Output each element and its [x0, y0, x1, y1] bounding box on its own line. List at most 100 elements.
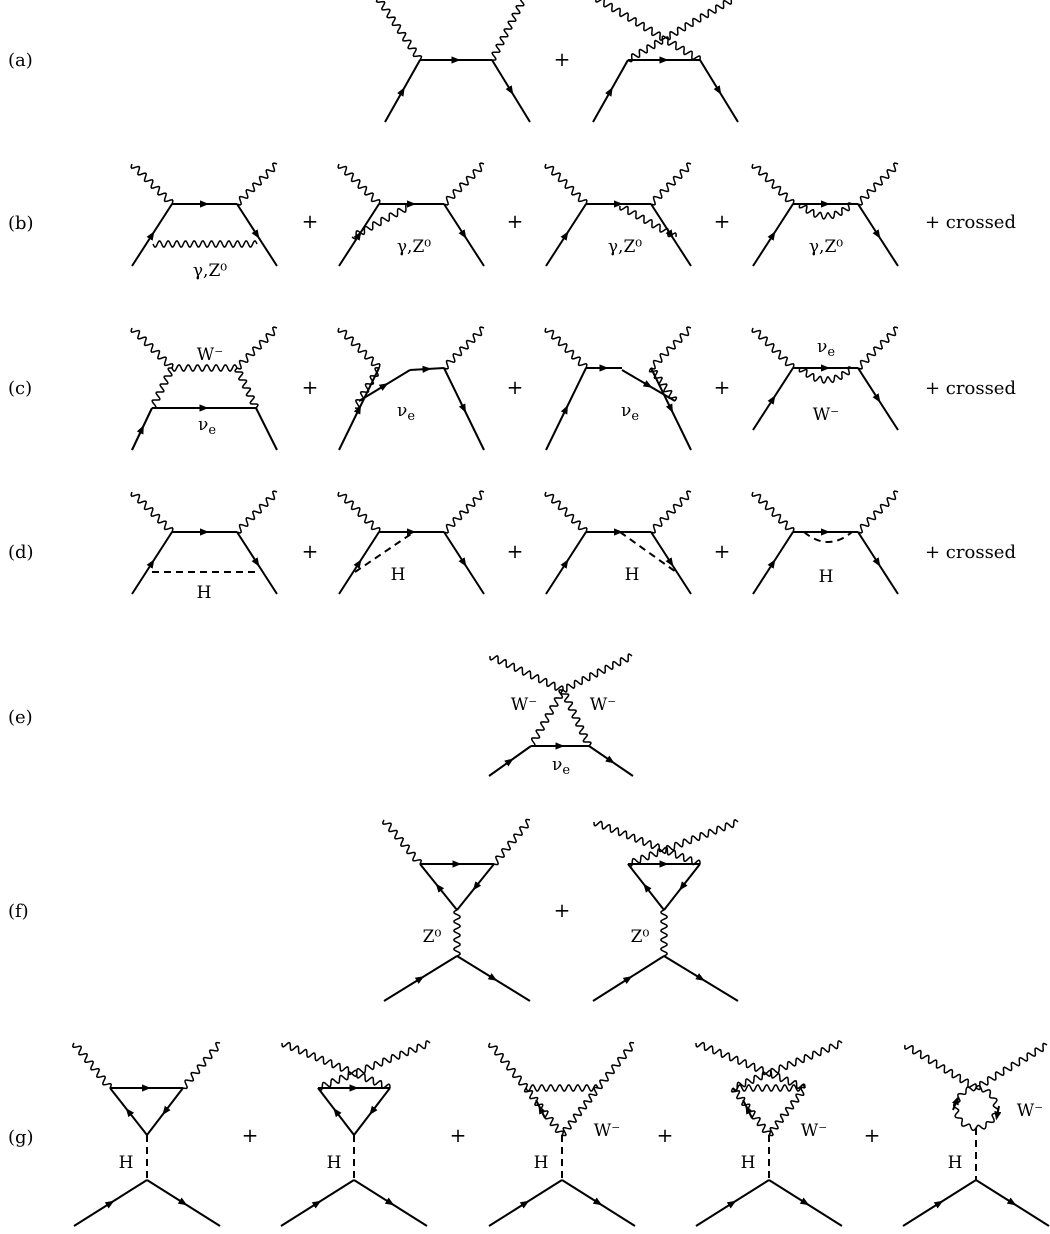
- boson-line: [561, 1086, 599, 1137]
- boson-line: [660, 909, 668, 957]
- loop-arrow: [951, 1095, 959, 1111]
- fermion-line: [488, 1179, 563, 1227]
- fermion-line: [409, 365, 445, 373]
- fermion-line: [443, 367, 485, 451]
- row-label: (g): [8, 1127, 34, 1148]
- boson-line: [491, 0, 525, 61]
- fermion-line: [131, 531, 173, 595]
- particle-label-higgs: H: [119, 1153, 134, 1173]
- boson-line: [560, 689, 592, 747]
- particle-label-neutrino: νe: [817, 337, 835, 360]
- boson-line: [337, 163, 381, 205]
- particle-label-higgs: H: [625, 565, 640, 585]
- boson-line: [523, 1087, 565, 1136]
- plus-sign: +: [302, 209, 319, 233]
- plus-sign: +: [302, 375, 319, 399]
- boson-line: [857, 326, 899, 370]
- fermion-line: [663, 955, 739, 1002]
- particle-label-photon-z: γ,Z⁰: [608, 237, 642, 257]
- boson-line: [443, 162, 485, 206]
- crossed-label: + crossed: [925, 212, 1016, 233]
- boson-line: [562, 653, 633, 693]
- fermion-line: [592, 59, 629, 123]
- fermion-line: [857, 367, 899, 431]
- boson-line: [857, 490, 899, 534]
- fermion-line: [752, 367, 794, 431]
- fermion-line: [975, 1179, 1050, 1227]
- boson-line: [281, 1041, 391, 1090]
- particle-label-neutrino: νe: [621, 401, 639, 424]
- boson-line: [650, 162, 692, 206]
- boson-line: [152, 240, 258, 248]
- particle-label-higgs: H: [741, 1153, 756, 1173]
- particle-label-w-minus: W⁻: [1017, 1101, 1043, 1121]
- particle-label-higgs: H: [534, 1153, 549, 1173]
- boson-line: [650, 326, 692, 370]
- fermion-line: [491, 59, 531, 123]
- boson-line: [443, 326, 485, 370]
- fermion-line: [663, 863, 701, 911]
- boson-line: [236, 490, 278, 534]
- boson-line: [234, 367, 259, 409]
- boson-line: [130, 163, 174, 205]
- particle-label-w-minus: W⁻: [594, 1121, 620, 1141]
- fermion-line: [627, 863, 665, 911]
- diagram-lines: [71, 0, 1050, 1227]
- fermion-line: [443, 531, 485, 595]
- plus-sign: +: [864, 1123, 881, 1147]
- boson-line: [857, 162, 899, 206]
- boson-line: [732, 1084, 806, 1092]
- boson-line: [627, 0, 733, 63]
- boson-line: [768, 1086, 806, 1137]
- fermion-line: [592, 955, 665, 1002]
- fermion-line: [545, 203, 587, 267]
- fermion-line: [545, 367, 587, 451]
- boson-line: [337, 327, 381, 369]
- boson-line: [798, 202, 853, 220]
- crossed-label: + crossed: [925, 542, 1016, 563]
- boson-line: [544, 327, 588, 369]
- plus-sign: +: [450, 1123, 467, 1147]
- boson-line: [975, 1042, 1048, 1091]
- boson-line: [530, 689, 564, 747]
- row-label: (d): [8, 542, 34, 563]
- fermion-line: [236, 203, 278, 267]
- fermion-line: [383, 955, 458, 1002]
- fermion-line: [768, 1179, 843, 1227]
- boson-line: [525, 1084, 599, 1092]
- fermion-line: [699, 59, 739, 123]
- boson-line: [751, 163, 795, 205]
- row-label: (a): [8, 50, 33, 71]
- fermion-line: [131, 407, 153, 451]
- particle-label-photon-z: γ,Z⁰: [397, 237, 431, 257]
- particle-label-higgs: H: [197, 583, 212, 603]
- particle-label-w-minus: W⁻: [590, 695, 616, 715]
- boson-line: [354, 367, 380, 409]
- fermion-line: [338, 531, 380, 595]
- boson-line: [751, 491, 795, 533]
- boson-line: [337, 491, 381, 533]
- particle-label-higgs: H: [948, 1153, 963, 1173]
- fermion-line: [535, 1099, 546, 1119]
- particle-label-w-minus: W⁻: [801, 1121, 827, 1141]
- fermion-line: [650, 531, 692, 595]
- boson-line: [904, 1044, 977, 1089]
- boson-line: [351, 203, 411, 240]
- boson-line: [730, 1087, 772, 1136]
- boson-line: [182, 1041, 221, 1090]
- fermion-line: [621, 369, 676, 402]
- fermion-line: [73, 1179, 148, 1227]
- boson-line: [487, 1042, 529, 1089]
- fermion-line: [902, 1179, 977, 1227]
- particle-label-photon-z: γ,Z⁰: [809, 237, 843, 257]
- fermion-line: [353, 1087, 391, 1136]
- boson-line: [751, 327, 795, 369]
- boson-line: [151, 367, 173, 409]
- boson-line: [650, 490, 692, 534]
- boson-line: [619, 205, 677, 238]
- boson-line: [627, 818, 739, 868]
- boson-line: [597, 1041, 635, 1090]
- fermion-line: [561, 1179, 636, 1227]
